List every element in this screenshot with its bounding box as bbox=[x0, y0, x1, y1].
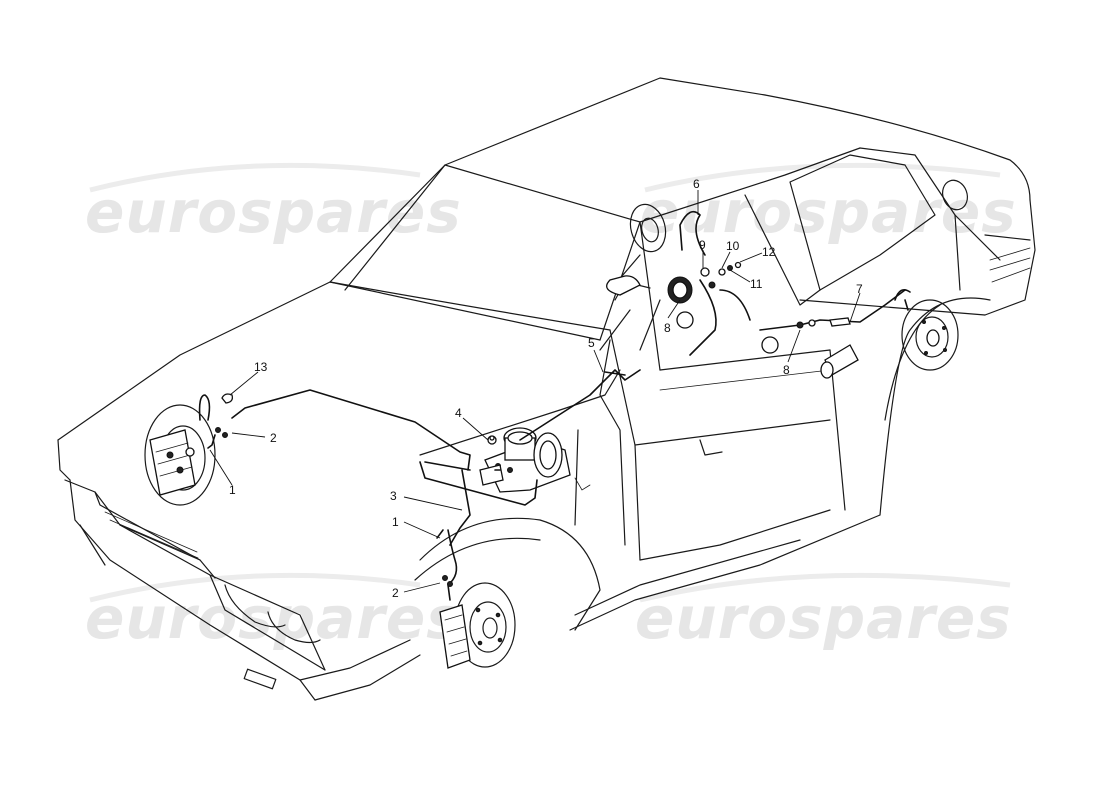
callout-13: 13 bbox=[254, 360, 268, 374]
callout-2-front-left: 2 bbox=[270, 431, 277, 445]
front-left-wheel-brake bbox=[144, 404, 216, 506]
callout-10: 10 bbox=[726, 239, 740, 253]
callout-12: 12 bbox=[762, 245, 776, 259]
front-right-wheel-brake bbox=[439, 582, 516, 669]
callout-7: 7 bbox=[856, 282, 863, 296]
fittings bbox=[215, 261, 851, 587]
callout-leaders bbox=[209, 190, 861, 593]
watermark-bottom-left: eurospares bbox=[85, 584, 462, 652]
callout-8-upper: 8 bbox=[664, 321, 671, 335]
callout-1-front-left: 1 bbox=[229, 483, 236, 497]
master-cylinder-booster bbox=[479, 427, 571, 493]
car-body-outline bbox=[57, 77, 1036, 701]
callout-3: 3 bbox=[390, 489, 397, 503]
callout-11: 11 bbox=[750, 277, 763, 291]
callout-labels: 1 2 13 4 3 1 2 5 6 9 10 12 11 8 7 8 bbox=[229, 177, 863, 600]
callout-9: 9 bbox=[699, 238, 706, 252]
watermark-bottom-right: eurospares bbox=[635, 584, 1012, 652]
callout-8-lower: 8 bbox=[783, 363, 790, 377]
callout-5: 5 bbox=[588, 336, 595, 350]
callout-6: 6 bbox=[693, 177, 700, 191]
watermarks: eurospares eurospares eurospares eurospa… bbox=[84, 162, 1017, 654]
callout-4: 4 bbox=[455, 406, 462, 420]
callout-1-front-right: 1 bbox=[392, 515, 399, 529]
brake-pipes bbox=[198, 210, 911, 601]
watermark-top-left: eurospares bbox=[85, 178, 462, 246]
callout-2-front-right: 2 bbox=[392, 586, 399, 600]
rear-axle-components bbox=[599, 203, 859, 379]
rear-wheel-brake bbox=[901, 299, 959, 371]
